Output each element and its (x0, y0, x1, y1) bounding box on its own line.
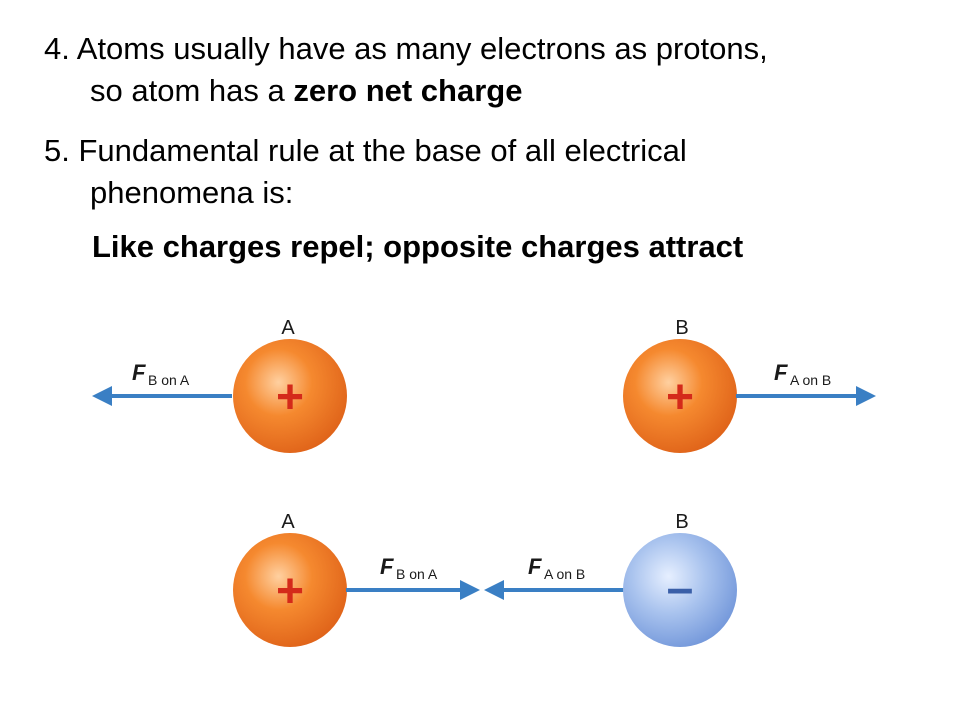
point-5-line1: Fundamental rule at the base of all elec… (78, 133, 687, 168)
charge-rule: Like charges repel; opposite charges att… (92, 229, 744, 264)
top-charge-b-sphere (623, 339, 737, 453)
bottom-charge-a-sign: + (276, 565, 304, 618)
point-4-line2-text: so atom has a (90, 73, 294, 108)
bottom-charge-b-sign: – (667, 562, 694, 615)
top-charge-a-label: A (281, 317, 295, 339)
bottom-charge-a-label: A (281, 511, 295, 533)
top-charge-a-sign: + (276, 371, 304, 424)
point-5-number: 5. (44, 133, 70, 168)
top-force-on-a-symbol: F (132, 360, 146, 385)
point-4-number: 4. (44, 31, 70, 66)
top-force-on-b-subscript: A on B (790, 372, 831, 388)
top-charge-b-sign: + (666, 371, 694, 424)
point-4-line2: so atom has a zero net charge (44, 70, 924, 112)
point-4-line1: Atoms usually have as many electrons as … (76, 31, 768, 66)
charge-interaction-diagram: F B on A A + B + F A on B A + F B on A (80, 300, 900, 680)
top-charge-b-label: B (675, 317, 688, 339)
bottom-charge-b-label: B (675, 511, 688, 533)
bottom-charge-b-sphere (623, 533, 737, 647)
bottom-charge-a-sphere (233, 533, 347, 647)
bottom-row: A + F B on A F A on B B – (233, 511, 737, 647)
point-5-line2: phenomena is: (90, 175, 294, 210)
top-row: F B on A A + B + F A on B (92, 317, 876, 453)
bottom-force-on-b-subscript: A on B (544, 566, 585, 582)
zero-net-charge-text: zero net charge (293, 73, 523, 108)
top-force-on-a-subscript: B on A (148, 372, 190, 388)
bottom-force-on-a-subscript: B on A (396, 566, 438, 582)
point-4: 4. Atoms usually have as many electrons … (44, 28, 924, 112)
bottom-force-on-b-symbol: F (528, 554, 542, 579)
top-force-on-b-symbol: F (774, 360, 788, 385)
top-charge-a-sphere (233, 339, 347, 453)
point-5: 5. Fundamental rule at the base of all e… (44, 130, 924, 214)
bottom-force-on-a-symbol: F (380, 554, 394, 579)
diagram-svg: F B on A A + B + F A on B A + F B on A (92, 317, 876, 647)
